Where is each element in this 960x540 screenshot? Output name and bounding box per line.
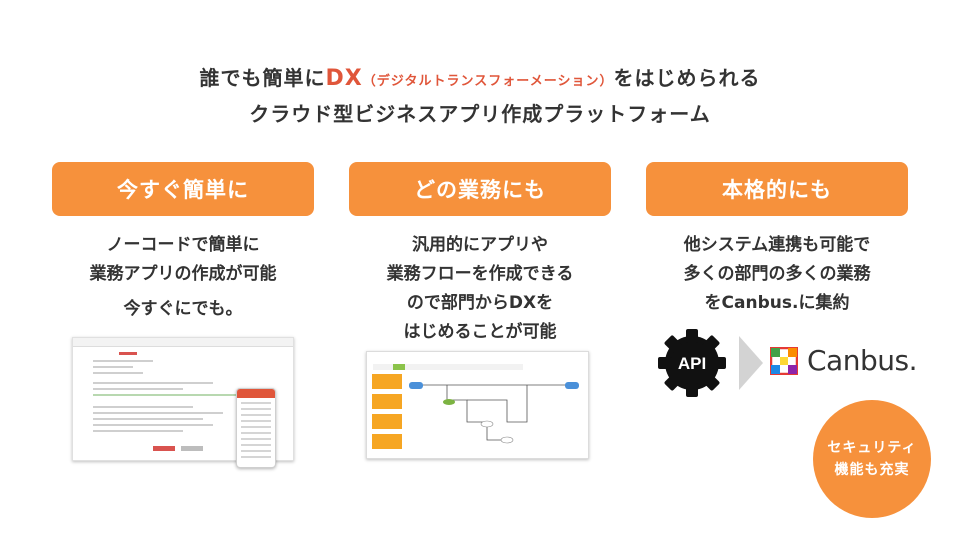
desc-line: 汎用的にアプリや [412,235,548,255]
security-badge: セキュリティ 機能も充実 [813,400,931,518]
headline-pre: 誰でも簡単に [199,66,326,90]
feature-column-any: どの業務にも 汎用的にアプリや 業務フローを作成できる ので部門からDXを はじ… [349,162,611,347]
badge-line-2: 機能も充実 [834,462,910,478]
feature-column-easy: 今すぐ簡単に ノーコードで簡単に 業務アプリの作成が可能 今すぐにでも。 [52,162,314,324]
feature-title-easy: 今すぐ簡単に [52,162,314,216]
headline-line-1: 誰でも簡単にDX（デジタルトランスフォーメーション）をはじめられる [0,62,960,91]
feature-desc-any: 汎用的にアプリや 業務フローを作成できる ので部門からDXを はじめることが可能 [349,231,611,347]
desc-line: 業務フローを作成できる [386,264,574,284]
headline-line-2: クラウド型ビジネスアプリ作成プラットフォーム [249,102,711,126]
feature-title-any: どの業務にも [349,162,611,216]
badge-line-1: セキュリティ [827,440,917,456]
desc-line: 今すぐにでも。 [123,299,243,319]
desc-line: 多くの部門の多くの業務 [683,264,871,284]
desc-line: をCanbus.に集約 [704,293,850,313]
desc-line: 業務アプリの作成が可能 [89,264,277,284]
headline-post: をはじめられる [613,66,761,90]
feature-column-full: 本格的にも 他システム連携も可能で 多くの部門の多くの業務 をCanbus.に集… [646,162,908,318]
canbus-brand-name: Canbus. [807,344,917,377]
feature-desc-easy: ノーコードで簡単に 業務アプリの作成が可能 今すぐにでも。 [52,231,314,324]
chevron-right-icon [739,336,763,390]
workflow-diagram [409,382,579,444]
desc-line: ノーコードで簡単に [106,235,260,255]
headline-dx: DX [325,66,363,91]
desc-line: 他システム連携も可能で [683,235,871,255]
workflow-screenshot [366,351,589,459]
desc-line: はじめることが可能 [403,322,557,342]
headline-dx-note: （デジタルトランスフォーメーション） [362,74,614,89]
canbus-logo-icon [770,347,798,375]
desc-line: ので部門からDXを [406,293,554,313]
feature-desc-full: 他システム連携も可能で 多くの部門の多くの業務 をCanbus.に集約 [646,231,908,318]
gear-icon: API [658,329,726,397]
api-label: API [678,354,706,373]
feature-title-full: 本格的にも [646,162,908,216]
mobile-app-screenshot [236,388,276,468]
